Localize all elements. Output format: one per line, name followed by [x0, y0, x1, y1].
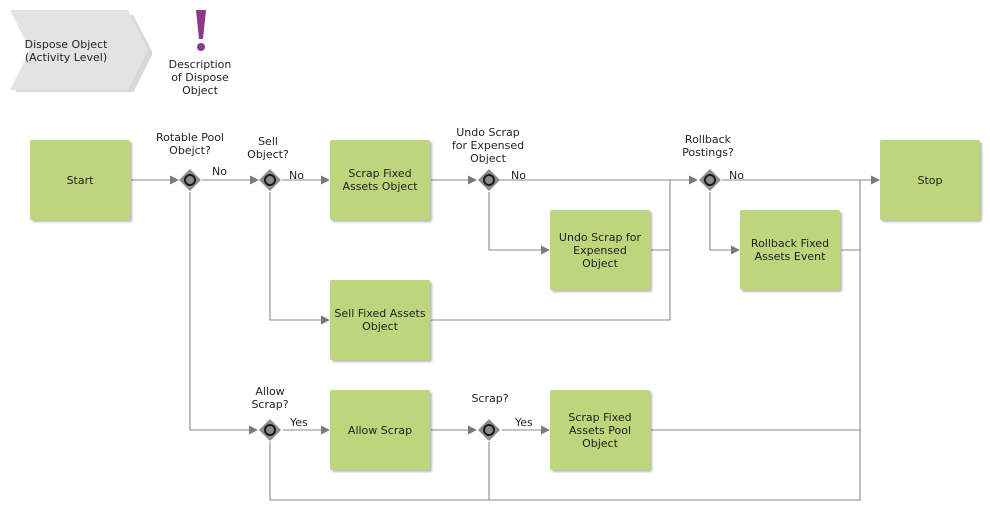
task-scrap-fixed-assets-object[interactable]: Scrap Fixed Assets Object: [330, 140, 430, 220]
start-label: Start: [66, 173, 94, 187]
task-label: Scrap Fixed Assets Object: [342, 167, 418, 193]
stop-event[interactable]: Stop: [880, 140, 980, 220]
stop-label: Stop: [917, 173, 943, 187]
task-undo-scrap-expensed[interactable]: Undo Scrap for Expensed Object: [550, 210, 650, 290]
task-label: Scrap Fixed Assets Pool Object: [568, 410, 632, 450]
gateway-label-scrap: Scrap?: [471, 392, 509, 405]
task-label: Allow Scrap: [347, 423, 413, 437]
task-allow-scrap[interactable]: Allow Scrap: [330, 390, 430, 470]
exclamation-icon[interactable]: [194, 9, 208, 53]
process-link-dispose-object[interactable]: Dispose Object (Activity Level): [10, 10, 152, 92]
gateway-label-rotable-pool: Rotable Pool Obejct?: [156, 131, 224, 157]
exclusive-gateway-icon[interactable]: [259, 419, 281, 441]
branch-label-no: No: [289, 169, 304, 182]
gateway-label-allow-scrap: Allow Scrap?: [251, 385, 289, 411]
flow-undo-gw-to-undo-task: [488, 192, 550, 255]
flow-sell-to-sell-task: [269, 192, 330, 325]
flow-rollback-to-rollback-task: [709, 192, 740, 255]
start-event[interactable]: Start: [30, 140, 130, 220]
task-label: Sell Fixed Assets Object: [334, 307, 426, 333]
description-label: Description of Dispose Object: [168, 58, 232, 97]
branch-label-yes: Yes: [515, 416, 533, 429]
branch-label-no: No: [212, 165, 227, 178]
flow-rotable-to-allow-gw: [189, 192, 258, 435]
gateway-label-rollback: Rollback Postings?: [682, 133, 734, 159]
flow-sell-task-to-merge: [431, 250, 671, 321]
gateway-label-undo-scrap: Undo Scrap for Expensed Object: [451, 126, 525, 165]
branch-label-no: No: [729, 169, 744, 182]
task-label: Rollback Fixed Assets Event: [750, 237, 830, 263]
task-sell-fixed-assets-object[interactable]: Sell Fixed Assets Object: [330, 280, 430, 360]
flow-undo-task-to-merge: [651, 180, 671, 251]
task-rollback-fixed-assets-event[interactable]: Rollback Fixed Assets Event: [740, 210, 840, 290]
exclusive-gateway-icon[interactable]: [478, 169, 500, 191]
exclusive-gateway-icon[interactable]: [259, 169, 281, 191]
process-link-label: Dispose Object (Activity Level): [24, 38, 108, 64]
task-scrap-fixed-assets-pool-object[interactable]: Scrap Fixed Assets Pool Object: [550, 390, 650, 470]
branch-label-no: No: [511, 169, 526, 182]
gateway-label-sell-object: Sell Object?: [247, 135, 289, 161]
exclusive-gateway-icon[interactable]: [478, 419, 500, 441]
flow-rollback-task-to-stop: [841, 180, 861, 251]
exclusive-gateway-icon[interactable]: [699, 169, 721, 191]
flow-allow-no-to-stop: [269, 430, 861, 501]
branch-label-yes: Yes: [290, 416, 308, 429]
task-label: Undo Scrap for Expensed Object: [558, 230, 642, 270]
exclusive-gateway-icon[interactable]: [179, 169, 201, 191]
